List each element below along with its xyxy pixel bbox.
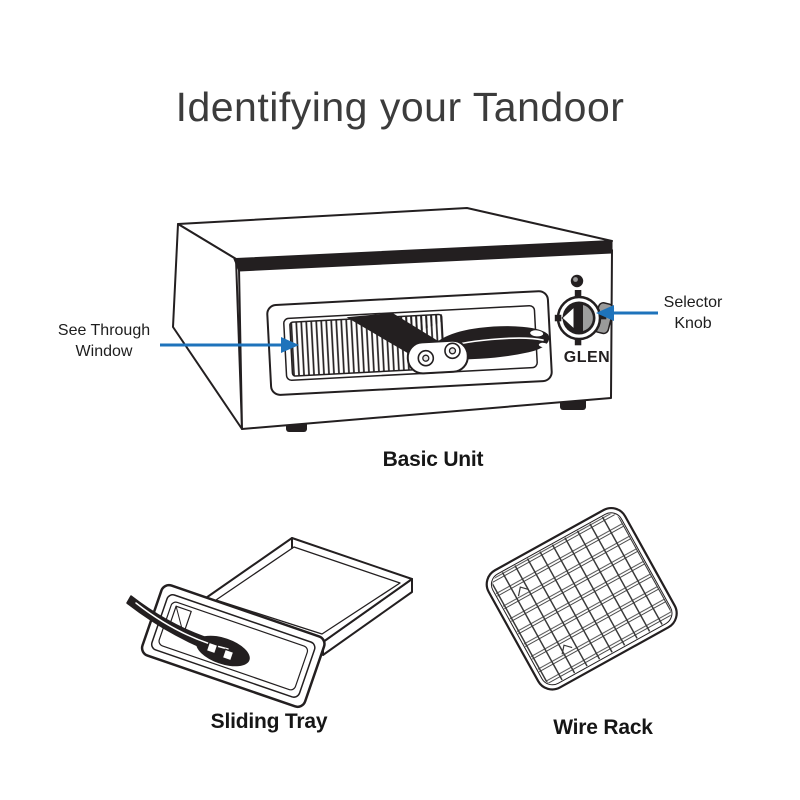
knob-mark-top [574, 290, 582, 297]
handle-screw-right [444, 342, 461, 360]
knob-pointer [561, 306, 575, 330]
indicator-light [570, 274, 584, 288]
window-hatch-upper [394, 314, 443, 334]
handle-notch-2 [538, 342, 548, 348]
selector-knob-arrow [596, 305, 658, 321]
wire-rack-grid [492, 513, 671, 684]
tray-rim-inner [215, 546, 401, 635]
glen-logo: GLEN [564, 349, 610, 366]
handle-screw-left [417, 349, 435, 367]
wire-rack-illustration [485, 507, 678, 691]
selector-knob-label: Selector Knob [663, 294, 723, 332]
see-through-window-arrow [160, 337, 299, 353]
knob-mark-left [554, 314, 562, 322]
handle-notch [530, 330, 544, 337]
basic-unit-illustration: GLEN [172, 207, 615, 432]
knob-mark-bottom [574, 338, 582, 346]
basic-unit-caption: Basic Unit [382, 448, 484, 471]
wire-rack-caption: Wire Rack [553, 716, 653, 739]
handle-mount-plate [406, 339, 469, 375]
unit-top-band [233, 240, 613, 272]
sliding-tray-caption: Sliding Tray [210, 710, 328, 733]
see-through-window [266, 290, 553, 396]
sliding-tray-illustration [126, 537, 413, 709]
rack-hook-top [517, 586, 529, 597]
see-through-window-label: See Through Window [57, 322, 151, 360]
page-title: Identifying your Tandoor [175, 84, 625, 130]
rack-hook-bottom [561, 644, 573, 655]
tray-handle[interactable] [126, 595, 254, 672]
